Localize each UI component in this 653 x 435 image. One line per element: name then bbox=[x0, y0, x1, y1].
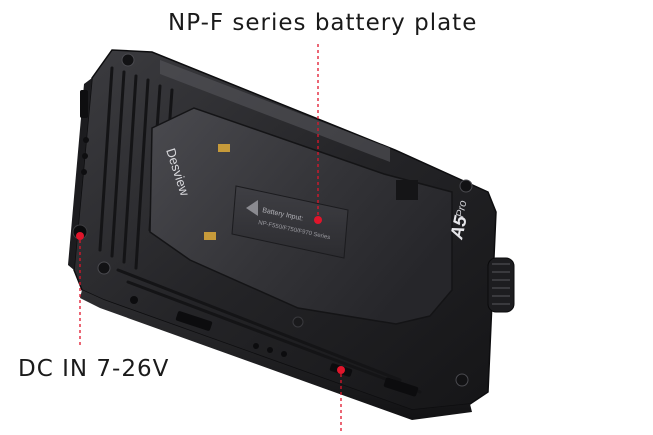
hdmi-port-1 bbox=[175, 311, 213, 331]
callout-dot-dc-in bbox=[76, 232, 84, 240]
callout-dot-battery-plate bbox=[314, 216, 322, 224]
callout-lines bbox=[79, 44, 342, 432]
audio-jack bbox=[130, 296, 138, 304]
callout-dc-in-label: DC IN 7-26V bbox=[18, 356, 170, 382]
battery-contact-top bbox=[218, 144, 230, 152]
screw-bottom-left bbox=[97, 261, 111, 275]
cooling-fins-lower bbox=[116, 268, 422, 394]
battery-label-panel bbox=[231, 185, 349, 259]
side-control-knob bbox=[487, 257, 515, 313]
screw-top-left bbox=[121, 53, 135, 67]
top-ridge bbox=[160, 60, 390, 162]
hdmi-port-2 bbox=[383, 377, 419, 397]
model-suffix: Pro bbox=[454, 199, 469, 218]
battery-contact-bottom bbox=[204, 232, 216, 240]
battery-plate bbox=[149, 107, 453, 325]
callout-dot-bottom-port bbox=[337, 366, 345, 374]
screw-top-right bbox=[459, 179, 473, 193]
battery-latch bbox=[396, 180, 418, 200]
screw-bottom-right bbox=[455, 373, 469, 387]
arrow-icon bbox=[246, 200, 258, 216]
callout-battery-plate-label: NP-F series battery plate bbox=[168, 10, 478, 36]
